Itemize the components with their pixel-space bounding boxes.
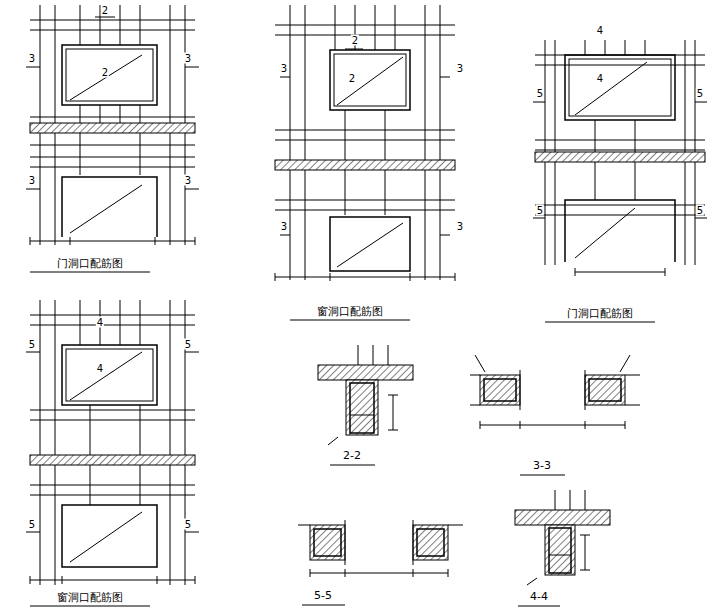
- window-elevation: [275, 5, 455, 281]
- section-mark: 3: [184, 175, 192, 186]
- section-mark: 5: [536, 205, 544, 216]
- drawing-title: 窗洞口配筋图: [56, 592, 124, 604]
- section-mark: 2: [101, 5, 109, 16]
- door-elevation: [533, 40, 707, 276]
- section-detail: [298, 520, 463, 577]
- section-mark: 5: [696, 88, 704, 99]
- section-mark: 3: [28, 175, 36, 186]
- section-mark: 4: [96, 317, 104, 328]
- section-mark: 2: [101, 67, 109, 78]
- section-mark: 3-3: [532, 460, 552, 472]
- section-mark: 5: [184, 339, 192, 350]
- window-elevation: [26, 300, 199, 585]
- section-mark: 4-4: [529, 591, 549, 603]
- section-mark: 5: [28, 519, 36, 530]
- section-mark: 3: [456, 63, 464, 74]
- section-mark: 4: [96, 363, 104, 374]
- section-mark: 2: [348, 73, 356, 84]
- door-elevation: [26, 5, 199, 245]
- section-mark: 4: [596, 25, 604, 36]
- section-detail: [515, 490, 610, 585]
- drawing-title: 窗洞口配筋图: [316, 306, 384, 318]
- section-mark: 5: [28, 339, 36, 350]
- section-mark: 4: [596, 73, 604, 84]
- section-detail: [318, 345, 413, 445]
- section-mark: 3: [456, 221, 464, 232]
- section-detail: [470, 355, 640, 429]
- section-mark: 2: [351, 35, 359, 46]
- section-mark: 3: [280, 63, 288, 74]
- drawing-title: 门洞口配筋图: [56, 258, 124, 270]
- section-mark: 5-5: [313, 590, 333, 602]
- section-mark: 5: [696, 205, 704, 216]
- section-mark: 3: [184, 53, 192, 64]
- section-mark: 2-2: [342, 450, 362, 462]
- section-mark: 5: [536, 88, 544, 99]
- drawing-title: 门洞口配筋图: [566, 308, 634, 320]
- section-mark: 3: [28, 53, 36, 64]
- section-mark: 3: [280, 221, 288, 232]
- section-mark: 5: [184, 519, 192, 530]
